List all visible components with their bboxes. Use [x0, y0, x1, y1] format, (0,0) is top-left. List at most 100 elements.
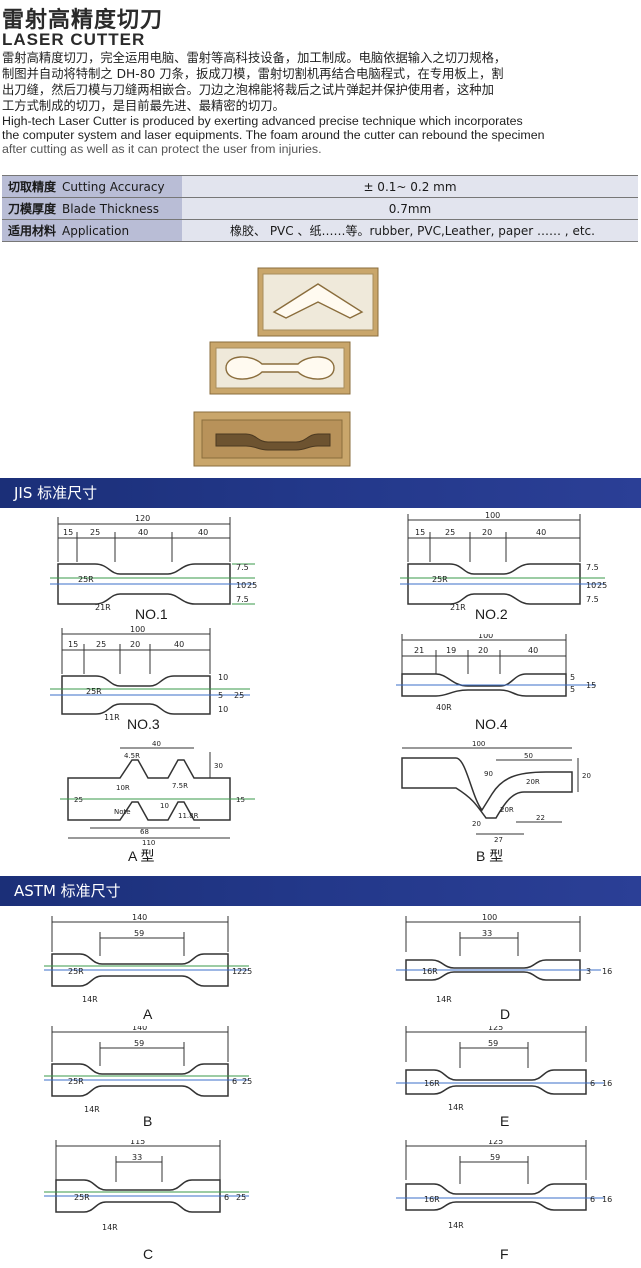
astm-d-drawing: 100 33 16R 14R 3 16	[396, 913, 612, 1004]
intro-cn-line: 工方式制成的切刀，是目前最先进、最精密的切刀。	[2, 99, 285, 113]
dim-total: 100	[482, 913, 497, 922]
cutter-photo-bottom	[193, 411, 351, 467]
cutter-product-photo	[193, 267, 379, 467]
dim-radius: 16R	[424, 1079, 440, 1088]
intro-en-line: the computer system and laser equipments…	[2, 128, 545, 142]
dim: 68	[140, 828, 149, 836]
dim: 25	[597, 581, 607, 590]
drawing-label: B 型	[476, 848, 504, 864]
dim-radius: 20R	[500, 806, 514, 814]
dim: 10	[160, 802, 169, 810]
intro-en-line: after cutting as well as it can protect …	[2, 142, 322, 156]
dim: 6	[590, 1079, 595, 1088]
drawing-label: A 型	[128, 848, 155, 864]
dim-total: 100	[485, 512, 500, 520]
dim-total: 125	[488, 1140, 503, 1146]
dim: 7.5	[236, 595, 249, 604]
dim: 40	[536, 528, 546, 537]
dim: 25	[247, 581, 257, 590]
dim: 40	[138, 528, 148, 537]
drawing-label: NO.3	[127, 716, 160, 732]
dim: 5	[570, 685, 575, 694]
dim: 7.5	[586, 563, 599, 572]
spec-row: 适用材料 Application 橡胶、 PVC 、纸……等。rubber, PV…	[2, 219, 638, 242]
cutter-photo-top	[257, 267, 379, 337]
spec-label-en: Application	[62, 224, 130, 238]
dim-radius: 16R	[424, 1195, 440, 1204]
dim: 10	[218, 673, 228, 682]
dim: 100	[472, 740, 485, 748]
intro-cn-line: 制图并自动将特制之 DH-80 刀条，扳成刀模，雷射切割机再结合电脑程式，在专用…	[2, 67, 504, 81]
dim: 40	[528, 646, 538, 655]
dim: 50	[524, 752, 533, 760]
dim: 15	[236, 796, 245, 804]
dim: 25	[445, 528, 455, 537]
jis-type-b-drawing: 100 50 27 22 20 20R 20R 90 20	[401, 740, 591, 844]
dim: 25	[74, 796, 83, 804]
dim-radius: 20R	[526, 778, 540, 786]
dim-radius: 40R	[436, 703, 452, 712]
spec-label-cn: 刀模厚度	[8, 202, 57, 216]
dim: 22	[536, 814, 545, 822]
astm-a-drawing: 140 59 25R 14R 12 25	[44, 913, 252, 1004]
dim-radius: 25R	[74, 1193, 90, 1202]
dim: 10	[236, 581, 246, 590]
dim: 40	[198, 528, 208, 537]
dim: 15	[68, 640, 78, 649]
dim-total: 140	[132, 1026, 147, 1032]
spec-label: 适用材料 Application	[2, 219, 182, 242]
dim-radius: 14R	[102, 1223, 118, 1232]
spec-value: 橡胶、 PVC 、纸……等。rubber, PVC,Leather, paper…	[182, 219, 638, 242]
dim: 40	[152, 740, 161, 748]
drawing-label: NO.1	[135, 606, 168, 622]
dim-radius: 14R	[448, 1221, 464, 1230]
dim: 20	[582, 772, 591, 780]
spec-label-cn: 适用材料	[8, 224, 57, 238]
dim: 25	[90, 528, 100, 537]
jis-no1-drawing: 120 15 25 40 40 25R 21R 10 25 7.5 7.5	[50, 514, 257, 612]
dim-radius: 10R	[116, 784, 130, 792]
spec-label-cn: 切取精度	[8, 180, 57, 194]
dim-gauge: 33	[482, 929, 492, 938]
spec-label-en: Blade Thickness	[62, 202, 160, 216]
dim-total: 120	[135, 514, 150, 523]
dim: 40	[174, 640, 184, 649]
page-title-cn: 雷射高精度切刀	[2, 8, 164, 33]
dim-gauge: 59	[134, 1039, 144, 1048]
dim-total: 125	[488, 1026, 503, 1032]
section-band-jis: JIS 标准尺寸	[0, 478, 641, 508]
spec-value: ± 0.1~ 0.2 mm	[182, 175, 638, 198]
dim: 25	[236, 1193, 246, 1202]
dim-note: Note	[114, 808, 131, 816]
dim-total: 100	[130, 625, 145, 634]
dim-angle: 90	[484, 770, 493, 778]
dim: 6	[224, 1193, 229, 1202]
intro-cn-line: 雷射高精度切刀，完全运用电脑、雷射等高科技设备，加工制成。电脑依据输入之切刀规格…	[2, 51, 507, 65]
dim: 19	[446, 646, 456, 655]
dim-radius: 25R	[68, 967, 84, 976]
dim-radius: 4.5R	[124, 752, 140, 760]
spec-label: 刀模厚度 Blade Thickness	[2, 197, 182, 220]
drawing-label: F	[500, 1246, 509, 1262]
dim: 25	[242, 1077, 252, 1086]
dim-radius: 14R	[84, 1105, 100, 1114]
page-title-en: LASER CUTTER	[2, 30, 146, 49]
dim: 10	[586, 581, 596, 590]
dim: 25	[96, 640, 106, 649]
intro-cn-line: 出刀缝，然后刀模与刀缝两相嵌合。刀边之泡棉能将裁后之试片弹起并保护使用者，这种加	[2, 83, 494, 97]
dim-radius: 25R	[78, 575, 94, 584]
dim-radius: 25R	[68, 1077, 84, 1086]
dim: 15	[586, 681, 596, 690]
dim: 12	[232, 967, 242, 976]
intro-en-line: High-tech Laser Cutter is produced by ex…	[2, 114, 523, 128]
dim-radius: 11.8R	[178, 812, 199, 820]
dim: 20	[478, 646, 488, 655]
jis-no4-drawing: 100 21 19 20 40 40R 5 5 15	[396, 634, 596, 712]
dim-gauge: 33	[132, 1153, 142, 1162]
astm-e-drawing: 125 59 16R 14R 6 16	[396, 1026, 612, 1112]
dim: 27	[494, 836, 503, 844]
dim-radius: 21R	[95, 603, 111, 612]
